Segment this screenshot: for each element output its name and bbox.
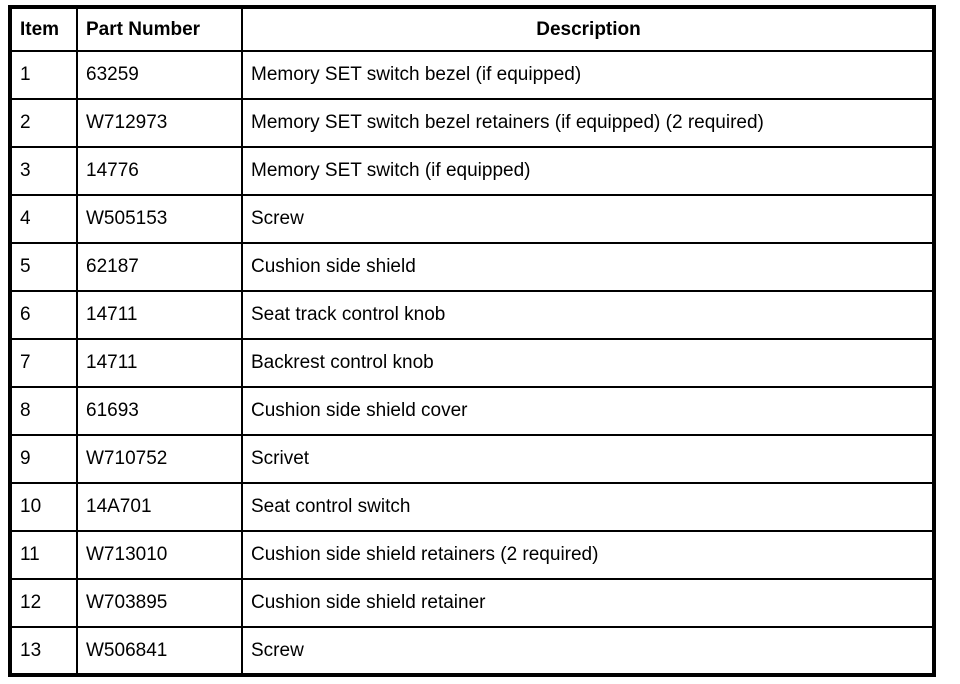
cell-description: Cushion side shield retainer	[241, 578, 935, 628]
cell-description: Cushion side shield cover	[241, 386, 935, 436]
cell-item: 10	[9, 482, 78, 532]
column-header-part-number: Part Number	[76, 6, 243, 52]
cell-item: 11	[9, 530, 78, 580]
cell-item: 4	[9, 194, 78, 244]
cell-part-number: 14A701	[76, 482, 243, 532]
cell-description: Scrivet	[241, 434, 935, 484]
cell-part-number: W713010	[76, 530, 243, 580]
table-row: 6 14711 Seat track control knob	[9, 290, 935, 340]
table-row: 11 W713010 Cushion side shield retainers…	[9, 530, 935, 580]
cell-part-number: 14711	[76, 290, 243, 340]
cell-item: 7	[9, 338, 78, 388]
cell-item: 13	[9, 626, 78, 676]
parts-table-body: 1 63259 Memory SET switch bezel (if equi…	[9, 50, 935, 676]
table-row: 4 W505153 Screw	[9, 194, 935, 244]
cell-description: Screw	[241, 194, 935, 244]
cell-item: 3	[9, 146, 78, 196]
table-row: 7 14711 Backrest control knob	[9, 338, 935, 388]
cell-part-number: 14711	[76, 338, 243, 388]
cell-part-number: 63259	[76, 50, 243, 100]
cell-part-number: W710752	[76, 434, 243, 484]
cell-description: Seat control switch	[241, 482, 935, 532]
cell-item: 2	[9, 98, 78, 148]
cell-item: 6	[9, 290, 78, 340]
table-row: 5 62187 Cushion side shield	[9, 242, 935, 292]
cell-description: Seat track control knob	[241, 290, 935, 340]
cell-item: 1	[9, 50, 78, 100]
column-header-item: Item	[9, 6, 78, 52]
table-row: 9 W710752 Scrivet	[9, 434, 935, 484]
cell-description: Memory SET switch (if equipped)	[241, 146, 935, 196]
cell-item: 8	[9, 386, 78, 436]
table-row: 1 63259 Memory SET switch bezel (if equi…	[9, 50, 935, 100]
cell-part-number: 62187	[76, 242, 243, 292]
cell-description: Backrest control knob	[241, 338, 935, 388]
cell-item: 9	[9, 434, 78, 484]
cell-description: Screw	[241, 626, 935, 676]
table-row: 12 W703895 Cushion side shield retainer	[9, 578, 935, 628]
table-row: 10 14A701 Seat control switch	[9, 482, 935, 532]
table-row: 13 W506841 Screw	[9, 626, 935, 676]
cell-part-number: W505153	[76, 194, 243, 244]
cell-item: 5	[9, 242, 78, 292]
cell-item: 12	[9, 578, 78, 628]
table-row: 2 W712973 Memory SET switch bezel retain…	[9, 98, 935, 148]
parts-table: Item Part Number Description 1 63259 Mem…	[8, 5, 936, 677]
parts-table-header: Item Part Number Description	[9, 6, 935, 52]
cell-description: Cushion side shield	[241, 242, 935, 292]
cell-description: Memory SET switch bezel retainers (if eq…	[241, 98, 935, 148]
cell-description: Memory SET switch bezel (if equipped)	[241, 50, 935, 100]
cell-part-number: 61693	[76, 386, 243, 436]
column-header-description: Description	[241, 6, 935, 52]
cell-part-number: W712973	[76, 98, 243, 148]
cell-part-number: 14776	[76, 146, 243, 196]
header-row: Item Part Number Description	[9, 6, 935, 52]
cell-part-number: W506841	[76, 626, 243, 676]
cell-part-number: W703895	[76, 578, 243, 628]
table-row: 8 61693 Cushion side shield cover	[9, 386, 935, 436]
cell-description: Cushion side shield retainers (2 require…	[241, 530, 935, 580]
table-row: 3 14776 Memory SET switch (if equipped)	[9, 146, 935, 196]
